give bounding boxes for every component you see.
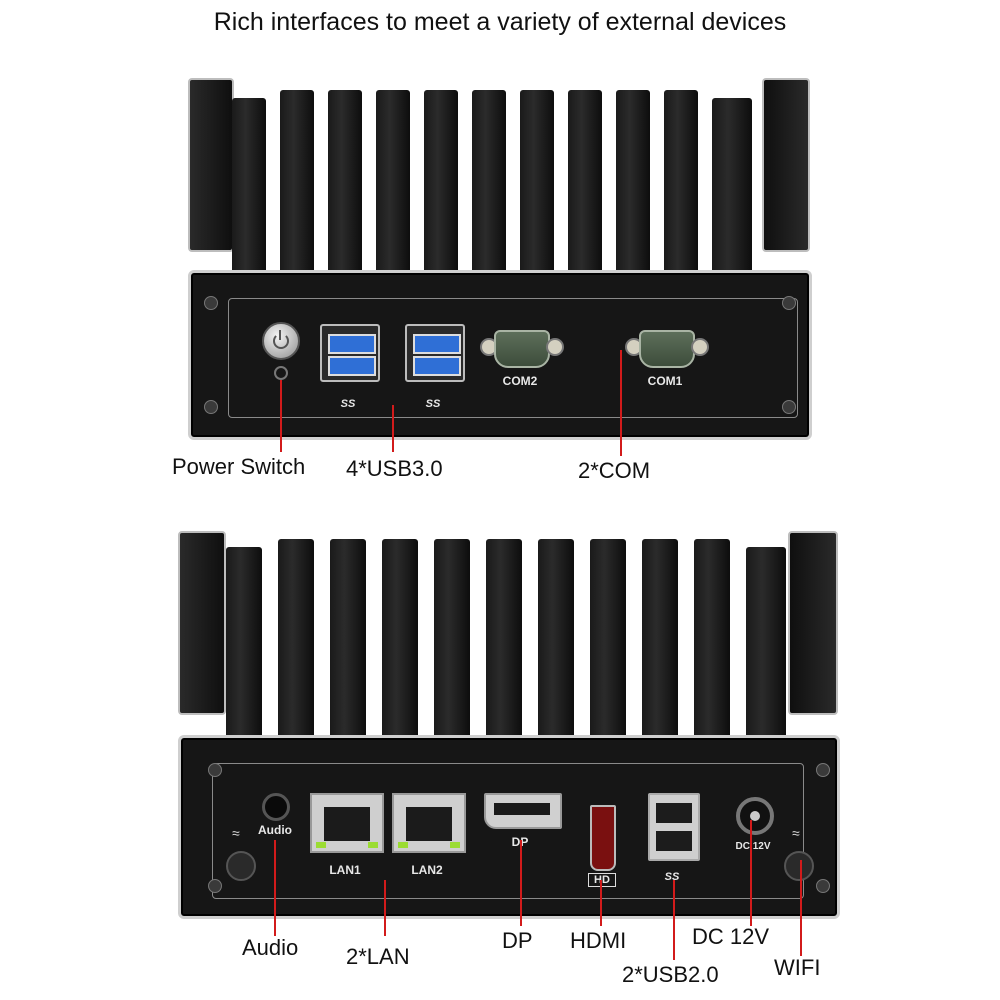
lan1-port[interactable] — [310, 793, 384, 853]
lan2-port[interactable] — [392, 793, 466, 853]
callout-wifi: WIFI — [774, 955, 821, 980]
power-button[interactable] — [262, 322, 300, 360]
power-led-icon — [274, 366, 288, 380]
callout-audio: Audio — [242, 935, 299, 960]
usb2-logo: SS — [664, 871, 680, 883]
callout-power-switch: Power Switch — [172, 454, 306, 479]
back-right-rail — [788, 531, 838, 715]
leader-dp — [520, 840, 522, 926]
leader-dc — [750, 820, 752, 926]
dp-label: DP — [500, 835, 540, 849]
screw-icon — [204, 296, 218, 310]
com2-port[interactable] — [480, 328, 564, 368]
screw-icon — [208, 763, 222, 777]
front-left-rail — [188, 78, 234, 252]
callout-dp: DP — [502, 928, 533, 953]
screw-icon — [782, 400, 796, 414]
antenna-cap-left[interactable] — [226, 851, 256, 881]
audio-label: Audio — [258, 823, 292, 837]
dc-label: DC 12V — [735, 841, 771, 852]
leader-hdmi — [600, 880, 602, 926]
callout-usb2: 2*USB2.0 — [622, 962, 719, 987]
dc-jack[interactable] — [736, 797, 774, 835]
com1-port[interactable] — [625, 328, 709, 368]
lan2-label: LAN2 — [411, 863, 443, 877]
leader-lan — [384, 880, 386, 936]
wifi-icon: ≈ — [232, 825, 240, 841]
callout-usb3: 4*USB3.0 — [346, 456, 443, 481]
front-right-rail — [762, 78, 810, 252]
hdmi-logo: HD — [588, 873, 616, 887]
power-icon — [273, 333, 289, 349]
callout-lan: 2*LAN — [346, 944, 410, 969]
usb3-logo-right: SS — [425, 398, 441, 410]
leader-com — [620, 350, 622, 456]
back-io-panel — [212, 763, 804, 899]
callout-hdmi: HDMI — [570, 928, 627, 953]
callout-dc: DC 12V — [692, 924, 770, 949]
leader-usb3 — [392, 405, 394, 452]
front-io-panel — [228, 298, 798, 418]
wifi-icon: ≈ — [792, 825, 800, 841]
back-face-plate — [178, 735, 840, 919]
displayport-port[interactable] — [484, 793, 562, 829]
screw-icon — [816, 879, 830, 893]
usb3-logo-left: SS — [340, 398, 356, 410]
usb2-port-group[interactable] — [648, 793, 700, 861]
screw-icon — [208, 879, 222, 893]
lan1-label: LAN1 — [329, 863, 361, 877]
hdmi-port[interactable] — [590, 805, 616, 871]
back-heatsink — [226, 531, 786, 743]
usb3-port-group-left[interactable] — [320, 324, 380, 382]
audio-jack[interactable] — [262, 793, 290, 821]
callout-com: 2*COM — [578, 458, 651, 483]
front-unit: SS SS COM2 COM1 — [180, 70, 830, 440]
screw-icon — [204, 400, 218, 414]
back-left-rail — [178, 531, 226, 715]
back-unit: ≈ ≈ Audio LAN1 LAN2 DP HD SS DC 12V — [170, 525, 870, 920]
leader-power — [280, 380, 282, 452]
leader-wifi — [800, 860, 802, 956]
com1-label: COM1 — [647, 374, 683, 388]
front-heatsink — [232, 80, 760, 280]
leader-usb2 — [673, 880, 675, 960]
page-title: Rich interfaces to meet a variety of ext… — [213, 8, 787, 36]
screw-icon — [782, 296, 796, 310]
com2-label: COM2 — [502, 374, 538, 388]
screw-icon — [816, 763, 830, 777]
leader-audio — [274, 840, 276, 936]
usb3-port-group-right[interactable] — [405, 324, 465, 382]
antenna-cap-right[interactable] — [784, 851, 814, 881]
